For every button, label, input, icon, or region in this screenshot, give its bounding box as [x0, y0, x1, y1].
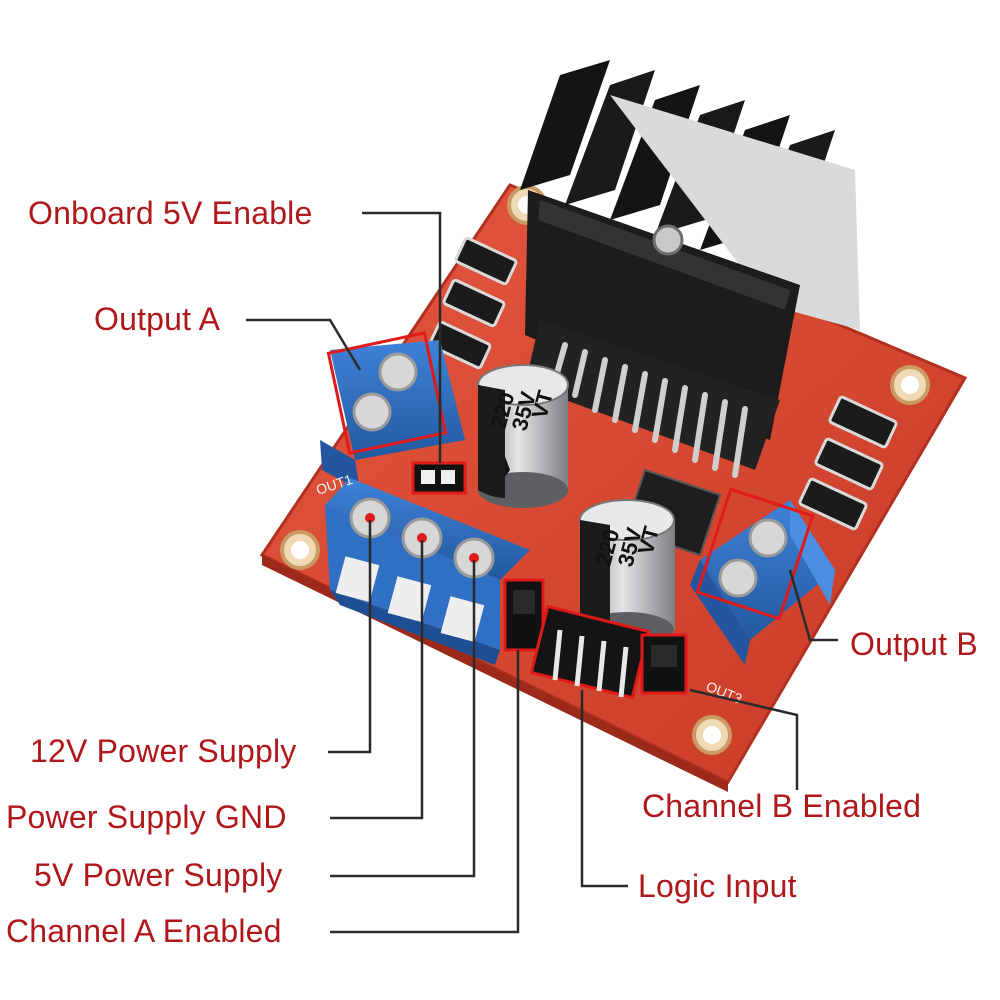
leader-lines	[246, 211, 838, 934]
jumper-5v-enable	[411, 461, 467, 495]
label-power-supply-gnd: Power Supply GND	[6, 799, 287, 835]
highlight-output-a	[326, 331, 448, 455]
label-channel-a-enabled: Channel A Enabled	[6, 913, 282, 949]
label-channel-b-enabled: Channel B Enabled	[642, 788, 922, 824]
terminal-power-markers	[365, 513, 479, 563]
label-onboard-5v-enable: Onboard 5V Enable	[28, 195, 313, 231]
highlight-output-b	[695, 487, 815, 621]
heatsink	[520, 60, 860, 440]
label-output-a: Output A	[94, 301, 221, 337]
label-12v-power-supply: 12V Power Supply	[30, 733, 297, 769]
capacitor-left	[477, 364, 569, 508]
chip-pins	[552, 342, 748, 478]
label-output-b: Output B	[850, 626, 978, 662]
label-logic-input: Logic Input	[638, 868, 797, 904]
smd-diodes-right	[798, 395, 898, 531]
smd-diodes-left	[428, 236, 518, 370]
label-5v-power-supply: 5V Power Supply	[34, 857, 283, 893]
jumper-channel-a	[503, 578, 545, 652]
logic-input-header	[529, 604, 651, 700]
driver-chip	[525, 320, 780, 470]
jumper-channel-b	[640, 633, 688, 695]
